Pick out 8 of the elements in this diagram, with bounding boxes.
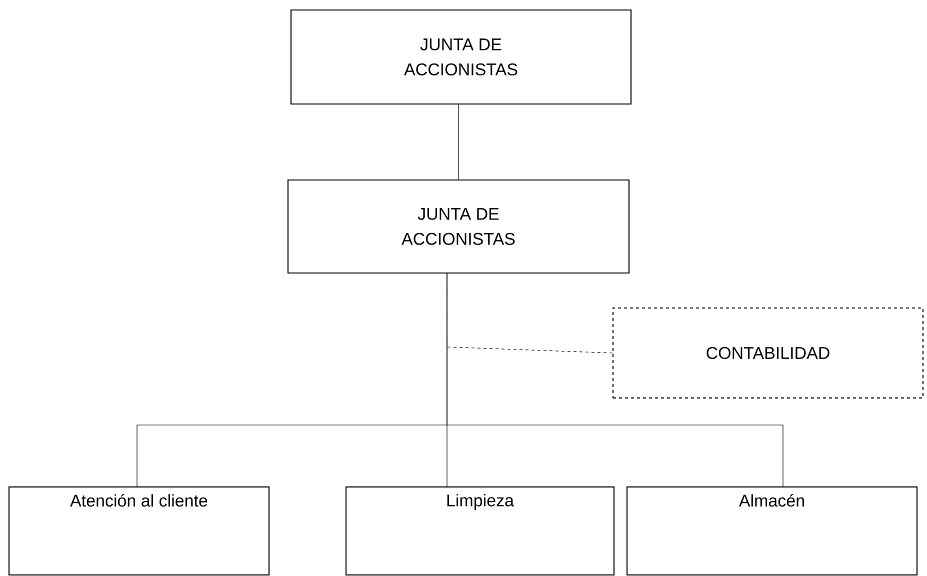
connector-line: [458, 104, 459, 180]
org-box: JUNTA DE ACCIONISTAS: [290, 9, 632, 105]
org-box: CONTABILIDAD: [612, 307, 924, 399]
org-box: Almacén: [626, 486, 918, 576]
connector-line: [446, 272, 784, 488]
org-box: Atención al cliente: [8, 486, 270, 576]
org-box: JUNTA DE ACCIONISTAS: [287, 179, 630, 274]
org-box: Limpieza: [345, 486, 615, 576]
